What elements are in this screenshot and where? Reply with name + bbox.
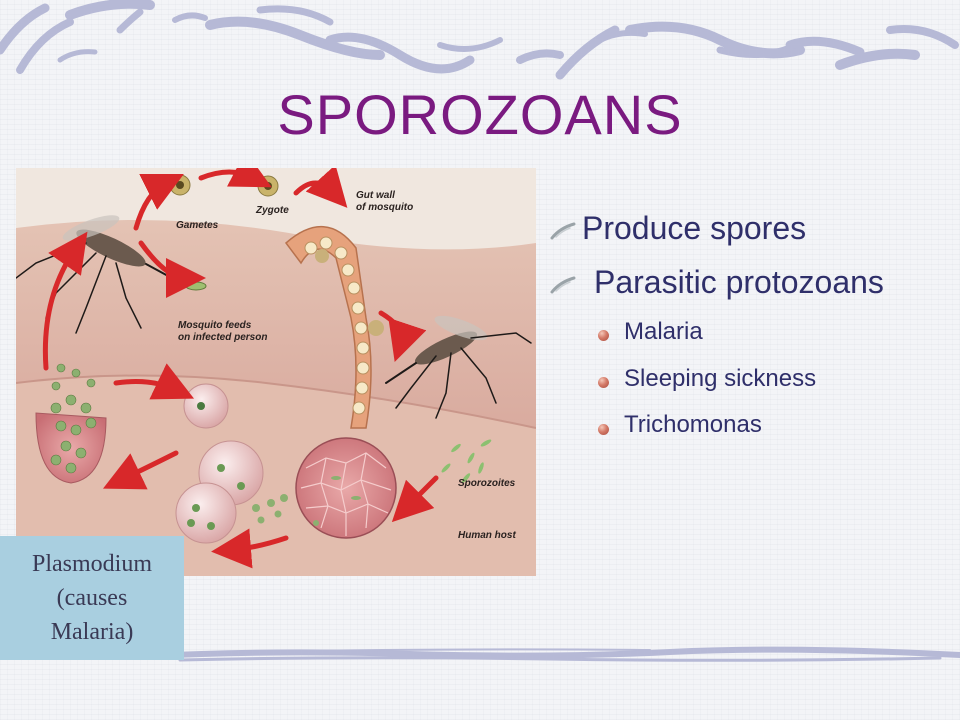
slide-title: SPOROZOANS [277,83,683,146]
caption-line-3: Malaria) [50,619,134,645]
caption-line-2: (causes [56,585,128,611]
figure-caption-box: Plasmodium (causes Malaria) [0,536,184,660]
caption-line-1: Plasmodium [31,551,152,577]
label-mosquito-feeds-1: Mosquito feeds [178,320,252,331]
label-human-host: Human host [458,530,516,541]
quill-stroke-icon [550,222,576,240]
cycle-arrows [42,168,439,569]
body-tissue [16,375,536,576]
sporozoites [441,439,492,483]
bullet-trichomonas: Trichomonas [624,411,762,438]
quill-stroke-icon [550,276,576,294]
mosquito-right [385,315,532,419]
red-bead-icon [598,424,609,435]
label-sporozoites: Sporozoites [458,478,516,489]
gut-wall [284,226,384,429]
label-mosquito-feeds-2: on infected person [178,332,267,343]
red-bead-icon [598,330,609,341]
blood-cells [175,383,264,544]
bottom-brush-border [150,646,960,662]
label-gut-wall-1: Gut wall [356,190,395,201]
red-bead-icon [598,377,609,388]
bullet-produce-spores: Produce spores [582,210,807,246]
merozoite-dots [252,494,288,524]
bullet-sleeping-sickness: Sleeping sickness [624,365,817,392]
skin-layer [16,220,536,428]
ruptured-cell [35,363,107,484]
label-gut-wall-2: of mosquito [356,202,413,213]
plasmodium-life-cycle-figure: Gametes Zygote Gut wall of mosquito Mosq… [16,168,536,576]
label-zygote: Zygote [255,205,289,216]
label-gametes: Gametes [176,220,219,231]
liver-cells [295,437,397,539]
bullet-malaria: Malaria [624,318,703,345]
bullet-parasitic-protozoans: Parasitic protozoans [594,264,884,300]
top-brush-border [0,0,959,80]
